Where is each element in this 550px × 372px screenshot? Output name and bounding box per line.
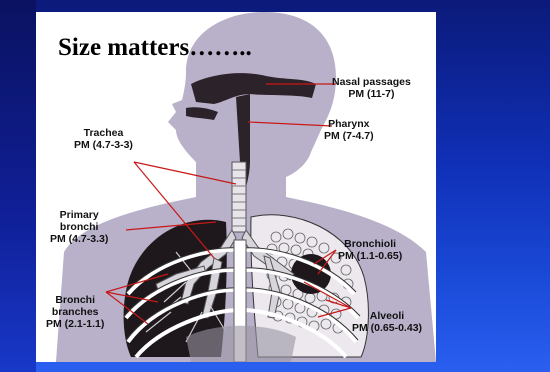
primary-name-2: bronchi — [50, 221, 108, 233]
label-bronchioli: Bronchioli PM (1.1-0.65) — [338, 238, 402, 262]
primary-pm: PM (4.7-3.3) — [50, 233, 108, 245]
label-trachea: Trachea PM (4.7-3-3) — [74, 127, 133, 151]
diaphragm — [186, 326, 296, 362]
label-pharynx: Pharynx PM (7-4.7) — [324, 118, 374, 142]
branches-pm: PM (2.1-1.1) — [46, 318, 104, 330]
slide-title: Size matters…….. — [58, 34, 252, 62]
pharynx-name: Pharynx — [324, 118, 374, 130]
nasal-pm: PM (11-7) — [332, 88, 411, 100]
trachea-pm: PM (4.7-3-3) — [74, 139, 133, 151]
trachea-name: Trachea — [74, 127, 133, 139]
diagram-panel: Size matters…….. Nasal passages PM (11-7… — [36, 12, 436, 362]
bronchioli-name: Bronchioli — [338, 238, 402, 250]
nasal-name: Nasal passages — [332, 76, 411, 88]
bronchioli-pm: PM (1.1-0.65) — [338, 250, 402, 262]
slide-left-bar — [0, 0, 36, 372]
primary-name-1: Primary — [50, 209, 108, 221]
alveoli-name: Alveoli — [352, 310, 422, 322]
label-alveoli: Alveoli PM (0.65-0.43) — [352, 310, 422, 334]
branches-name-1: Bronchi — [46, 294, 104, 306]
trachea-shape — [232, 162, 246, 232]
branches-name-2: branches — [46, 306, 104, 318]
label-bronchi-branches: Bronchi branches PM (2.1-1.1) — [46, 294, 104, 330]
label-primary-bronchi: Primary bronchi PM (4.7-3.3) — [50, 209, 108, 245]
label-nasal-passages: Nasal passages PM (11-7) — [332, 76, 411, 100]
pharynx-pm: PM (7-4.7) — [324, 130, 374, 142]
alveoli-pm: PM (0.65-0.43) — [352, 322, 422, 334]
